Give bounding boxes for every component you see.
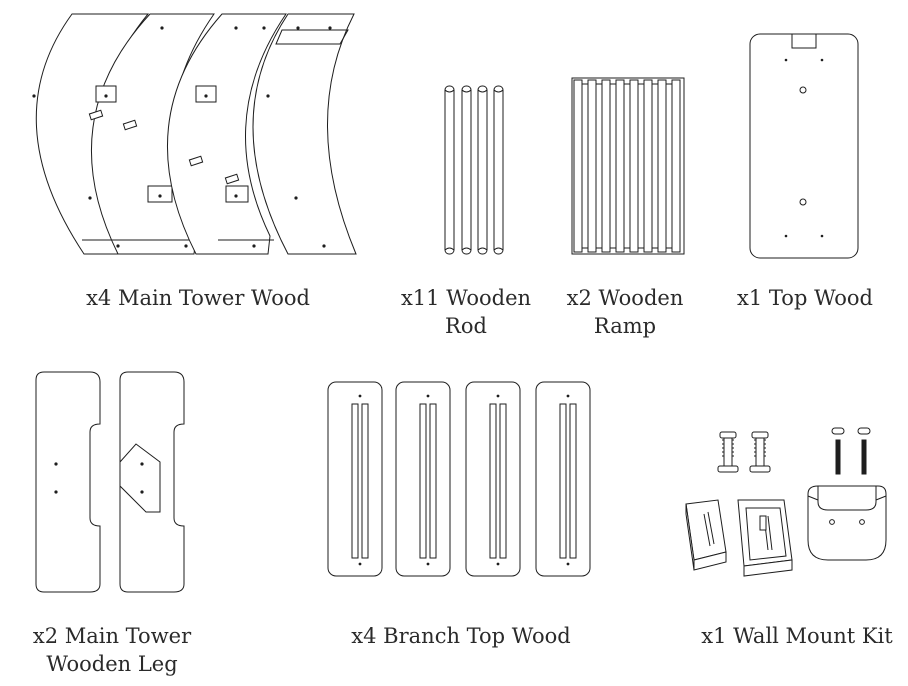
label-branch-top-wood-text: x4 Branch Top Wood: [351, 624, 571, 648]
wooden-ramp: [571, 77, 685, 255]
label-wall-mount-kit: x1 Wall Mount Kit: [690, 622, 904, 650]
label-wooden-rod-line2: Rod: [445, 314, 487, 338]
screw-2: [857, 427, 871, 475]
tower-leg-1: [35, 371, 101, 593]
screw-1: [831, 427, 845, 475]
tower-board-4: [252, 13, 357, 255]
mount-plate-1: [685, 499, 727, 571]
label-top-wood-text: x1 Top Wood: [737, 286, 873, 310]
bolt-1: [717, 431, 739, 473]
label-tower-leg-line2: Wooden Leg: [46, 652, 178, 676]
label-tower-leg: x2 Main Tower Wooden Leg: [14, 622, 210, 678]
tower-board-3: [166, 13, 287, 255]
tower-leg-2: [119, 371, 185, 593]
main-tower-wood-boards: [32, 13, 357, 255]
wooden-rods: [444, 85, 504, 255]
label-wooden-ramp-line2: Ramp: [593, 314, 657, 338]
label-wooden-ramp-line1: x2 Wooden: [566, 286, 684, 310]
rod-1: [444, 85, 455, 255]
wall-mount-kit: [685, 427, 887, 577]
branch-board-3: [465, 381, 521, 577]
label-wooden-rod-line1: x11 Wooden: [400, 286, 532, 310]
tower-legs: [35, 371, 185, 593]
u-bracket: [807, 485, 887, 561]
label-wall-mount-kit-text: x1 Wall Mount Kit: [701, 624, 893, 648]
bolt-2: [749, 431, 771, 473]
label-wooden-ramp: x2 Wooden Ramp: [554, 284, 696, 340]
label-wooden-rod: x11 Wooden Rod: [394, 284, 538, 340]
label-branch-top-wood: x4 Branch Top Wood: [326, 622, 596, 650]
label-main-tower-wood: x4 Main Tower Wood: [50, 284, 346, 312]
branch-top-boards: [327, 381, 591, 577]
branch-board-4: [535, 381, 591, 577]
tower-board-2: [82, 13, 215, 255]
mount-plate-2: [737, 499, 793, 577]
rod-3: [477, 85, 488, 255]
branch-board-1: [327, 381, 383, 577]
label-tower-leg-line1: x2 Main Tower: [32, 624, 192, 648]
rod-4: [493, 85, 504, 255]
label-main-tower-wood-text: x4 Main Tower Wood: [86, 286, 310, 310]
rod-2: [461, 85, 472, 255]
label-top-wood: x1 Top Wood: [726, 284, 884, 312]
branch-board-2: [395, 381, 451, 577]
top-wood: [749, 33, 859, 259]
